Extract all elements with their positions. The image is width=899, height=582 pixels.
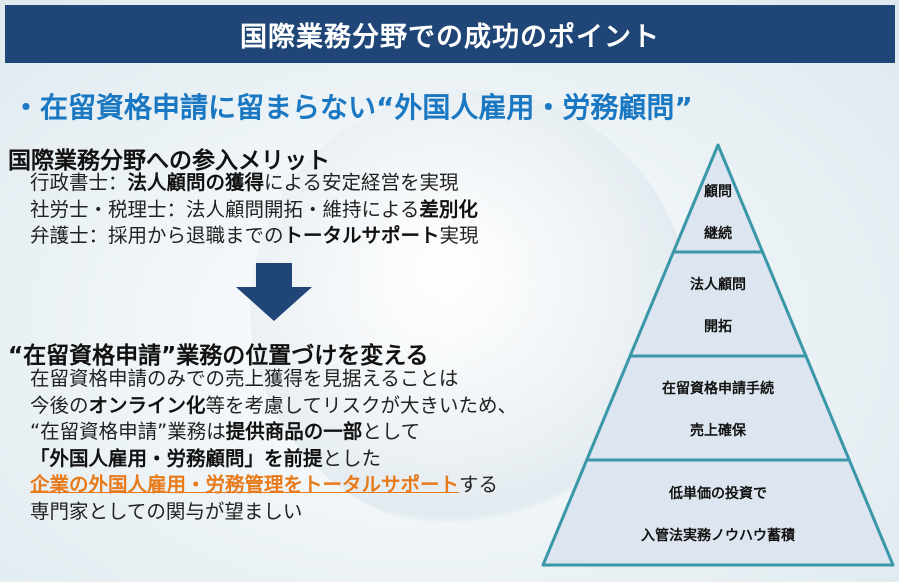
text-line: 社労士・税理士：法人顧問開拓・維持による差別化 (30, 197, 479, 224)
pyramid-level-label: 売上確保 (690, 423, 746, 439)
slide-title: 国際業務分野での成功のポイント (5, 5, 895, 63)
bold-text: オンライン化 (88, 393, 206, 417)
bold-text: 法人顧問の獲得 (127, 171, 265, 194)
reposition-heading: “在留資格申請”業務の位置づけを変える (8, 343, 429, 369)
text-line: 企業の外国人雇用・労務管理をトータルサポートする (30, 472, 517, 499)
merits-heading: 国際業務分野への参入メリット (8, 148, 330, 174)
text-segment: 弁護士：採用から退職までの (30, 224, 284, 247)
text-segment: 実現 (439, 224, 479, 247)
slide-subtitle: ・在留資格申請に留まらない“外国人雇用・労務顧問” (12, 91, 693, 124)
text-line: 在留資格申請のみでの売上獲得を見据えることは (30, 366, 517, 393)
bold-text: 提供商品の一部 (225, 420, 363, 443)
pyramid-level-label: 顧問 (704, 183, 732, 200)
pyramid-level-label: 開拓 (704, 319, 732, 335)
highlight-text: 企業の外国人雇用・労務管理をトータルサポート (30, 473, 460, 496)
merits-list: 行政書士：法人顧問の獲得による安定経営を実現社労士・税理士：法人顧問開拓・維持に… (30, 170, 479, 250)
text-segment: する (459, 473, 499, 496)
bold-text: 差別化 (419, 197, 478, 221)
text-segment: “在留資格申請”業務は (30, 420, 226, 443)
text-line: 弁護士：採用から退職までのトータルサポート実現 (30, 223, 479, 250)
pyramid-level-label: 在留資格申請手続 (662, 381, 774, 397)
pyramid-level-label: 継続 (704, 225, 732, 242)
text-segment: として (362, 420, 421, 443)
text-line: 今後のオンライン化等を考慮してリスクが大きいため、 (30, 393, 517, 420)
text-line: 行政書士：法人顧問の獲得による安定経営を実現 (30, 170, 479, 197)
text-line: 専門家としての関与が望ましい (30, 499, 517, 526)
pyramid-level (541, 458, 895, 567)
down-arrow-icon (236, 263, 312, 321)
text-segment: 専門家としての関与が望ましい (30, 499, 303, 523)
text-line: 「外国人雇用・労務顧問」を前提とした (30, 446, 517, 473)
text-segment: 社労士・税理士：法人顧問開拓・維持による (30, 197, 420, 221)
pyramid-level-label: 入管法実務ノウハウ蓄積 (641, 527, 795, 544)
pyramid-level (585, 354, 851, 462)
pyramid-level (628, 250, 808, 358)
pyramid-level-label: 法人顧問 (690, 277, 746, 293)
reposition-list: 在留資格申請のみでの売上獲得を見据えることは今後のオンライン化等を考慮してリスク… (30, 366, 517, 525)
bold-text: 「外国人雇用・労務顧問」を前提 (30, 446, 323, 470)
text-segment: 今後の (30, 393, 89, 417)
text-segment: とした (322, 446, 382, 470)
text-segment: 行政書士： (30, 171, 128, 194)
text-segment: による安定経営を実現 (264, 171, 459, 194)
text-segment: 等を考慮してリスクが大きいため、 (205, 393, 517, 417)
pyramid-level-label: 低単価の投資で (669, 485, 767, 502)
text-segment: 在留資格申請のみでの売上獲得を見据えることは (30, 367, 459, 390)
bold-text: トータルサポート (283, 224, 440, 247)
text-line: “在留資格申請”業務は提供商品の一部として (30, 419, 517, 446)
